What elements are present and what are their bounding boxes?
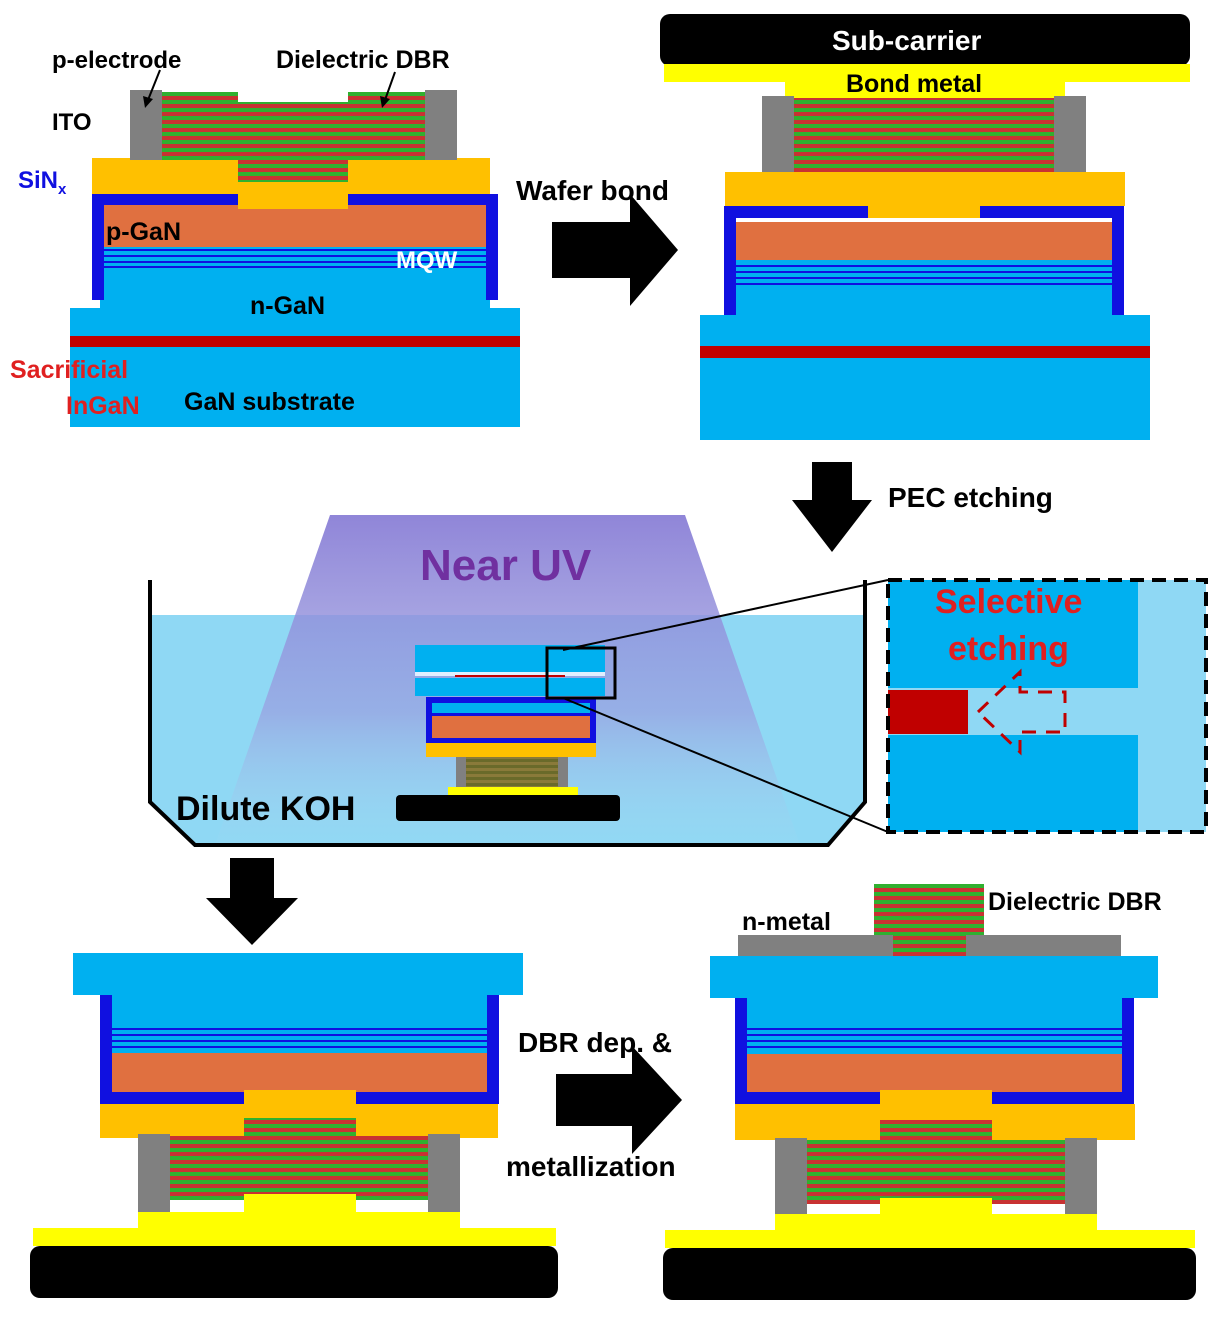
inset-lower-gan xyxy=(888,735,1138,832)
selective-label: Selective xyxy=(935,583,1082,621)
metallization-label: metallization xyxy=(506,1151,676,1182)
down-arrow-icon xyxy=(206,858,298,945)
p-contact-center-bonded xyxy=(868,192,980,218)
substrate-bonded xyxy=(700,358,1150,440)
mqw-layers xyxy=(100,245,490,271)
ingan-label: InGaN xyxy=(66,392,140,420)
sacrificial-label: Sacrificial xyxy=(10,356,128,384)
zoom-line-top xyxy=(562,579,889,651)
dilute-koh-label: Dilute KOH xyxy=(176,790,355,828)
sinx-bonded xyxy=(724,206,1124,315)
pec-etching-label: PEC etching xyxy=(888,482,1053,513)
dbr-stack-bonded xyxy=(794,98,1054,174)
ito-right-lifted xyxy=(428,1134,460,1214)
wafer-bond-label: Wafer bond xyxy=(516,175,669,206)
inset-upper-gan xyxy=(888,580,1138,688)
n-gan-mesa-bonded xyxy=(736,288,1112,316)
bond-metal-center-lifted xyxy=(244,1194,356,1214)
dbr-step-final xyxy=(880,1120,992,1140)
p-gan-bonded xyxy=(736,222,1112,260)
panel-bonded: Sub-carrier Bond metal xyxy=(660,14,1190,440)
ito-right xyxy=(425,90,457,160)
n-gan-label: n-GaN xyxy=(250,292,325,320)
panel-lifted xyxy=(30,953,558,1298)
bond-metal-lifted xyxy=(138,1212,460,1230)
p-contact-center xyxy=(238,185,348,209)
p-gan-layer xyxy=(100,205,490,247)
ito-left-lifted xyxy=(138,1134,170,1214)
etch-direction-arrow-icon xyxy=(975,668,1067,756)
inset-sacrificial-block xyxy=(888,690,968,734)
n-metal-left xyxy=(738,935,893,957)
bond-metal-base-lifted xyxy=(33,1228,556,1246)
zoom-line-bottom xyxy=(562,697,889,833)
panel-final: n-metal Dielectric DBR xyxy=(663,884,1196,1300)
zoom-inset: Selective etching xyxy=(886,578,1208,834)
sacrificial-bonded xyxy=(700,346,1150,358)
sub-carrier-final xyxy=(663,1248,1196,1300)
down-arrow-icon xyxy=(792,462,872,552)
p-gan-final xyxy=(747,1054,1122,1092)
dbr-dep-label: DBR dep. & xyxy=(518,1027,672,1058)
gan-substrate-layer xyxy=(70,345,520,427)
gan-substrate-label: GaN substrate xyxy=(184,388,355,416)
dbr-stack-final xyxy=(807,1140,1065,1204)
sacrificial-ingan-layer xyxy=(70,335,520,347)
sub-carrier-lifted xyxy=(30,1246,558,1298)
bond-metal-center xyxy=(785,80,1065,98)
pec-etching-step: PEC etching xyxy=(792,462,1053,552)
sub-carrier xyxy=(660,14,1190,66)
ito-right-bonded xyxy=(1054,96,1086,172)
beaker xyxy=(148,580,867,847)
dbr-bottom-step xyxy=(238,160,348,182)
panel-initial-structure: p-electrode Dielectric DBR ITO SiNx p-Ga… xyxy=(10,46,520,427)
mqw-final xyxy=(747,998,1122,1054)
ito-left-bonded xyxy=(762,96,794,172)
p-electrode-label: p-electrode xyxy=(52,47,181,74)
ito-label: ITO xyxy=(52,109,92,136)
bond-metal-label: Bond metal xyxy=(846,70,982,98)
sinx-lifted xyxy=(100,995,499,1104)
bond-metal-final xyxy=(775,1214,1097,1232)
bond-metal-center-final xyxy=(880,1198,992,1218)
sinx-label: SiNx xyxy=(18,167,67,198)
dbr-deposition-step: DBR dep. & metallization xyxy=(506,1027,682,1182)
wafer-bond-step: Wafer bond xyxy=(516,175,678,306)
p-gan-label: p-GaN xyxy=(106,218,181,246)
near-uv-label: Near UV xyxy=(420,541,592,590)
mqw-bonded xyxy=(736,260,1112,288)
dielectric-dbr-label: Dielectric DBR xyxy=(276,46,450,74)
dbr-step-lifted xyxy=(244,1118,356,1138)
mqw-lifted xyxy=(112,995,487,1053)
zoom-box xyxy=(545,646,617,700)
dbr-stack xyxy=(162,92,425,160)
n-gan-top-final xyxy=(710,956,1158,998)
sample-in-bath xyxy=(396,645,620,821)
n-metal-label: n-metal xyxy=(742,908,831,936)
dbr-pointer xyxy=(384,71,396,101)
n-gan-mesa xyxy=(100,270,490,310)
bond-metal-base-final xyxy=(665,1230,1195,1248)
ito-right-final xyxy=(1065,1138,1097,1216)
mqw-label: MQW xyxy=(396,247,458,274)
sinx-passivation xyxy=(92,194,498,300)
etching-label: etching xyxy=(948,630,1069,668)
p-gan-lifted xyxy=(112,1053,487,1092)
dbr-stack-lifted xyxy=(170,1136,428,1200)
dbr-notch xyxy=(238,90,348,102)
panel-etching-bath: Near UV Dilute KOH Selective xyxy=(148,515,1208,847)
n-metal-right xyxy=(966,935,1121,957)
sub-carrier-label: Sub-carrier xyxy=(832,25,981,56)
n-gan-layer xyxy=(70,308,520,336)
n-gan-top xyxy=(73,953,523,995)
ito-left-final xyxy=(775,1138,807,1216)
n-gan-bonded xyxy=(700,315,1150,347)
sinx-final xyxy=(735,998,1134,1104)
final-dbr-label: Dielectric DBR xyxy=(988,888,1162,916)
p-electrode-pointer xyxy=(147,69,161,101)
right-arrow-icon xyxy=(556,1046,682,1154)
bond-metal-layer xyxy=(664,64,1190,82)
right-arrow-icon xyxy=(552,194,678,306)
